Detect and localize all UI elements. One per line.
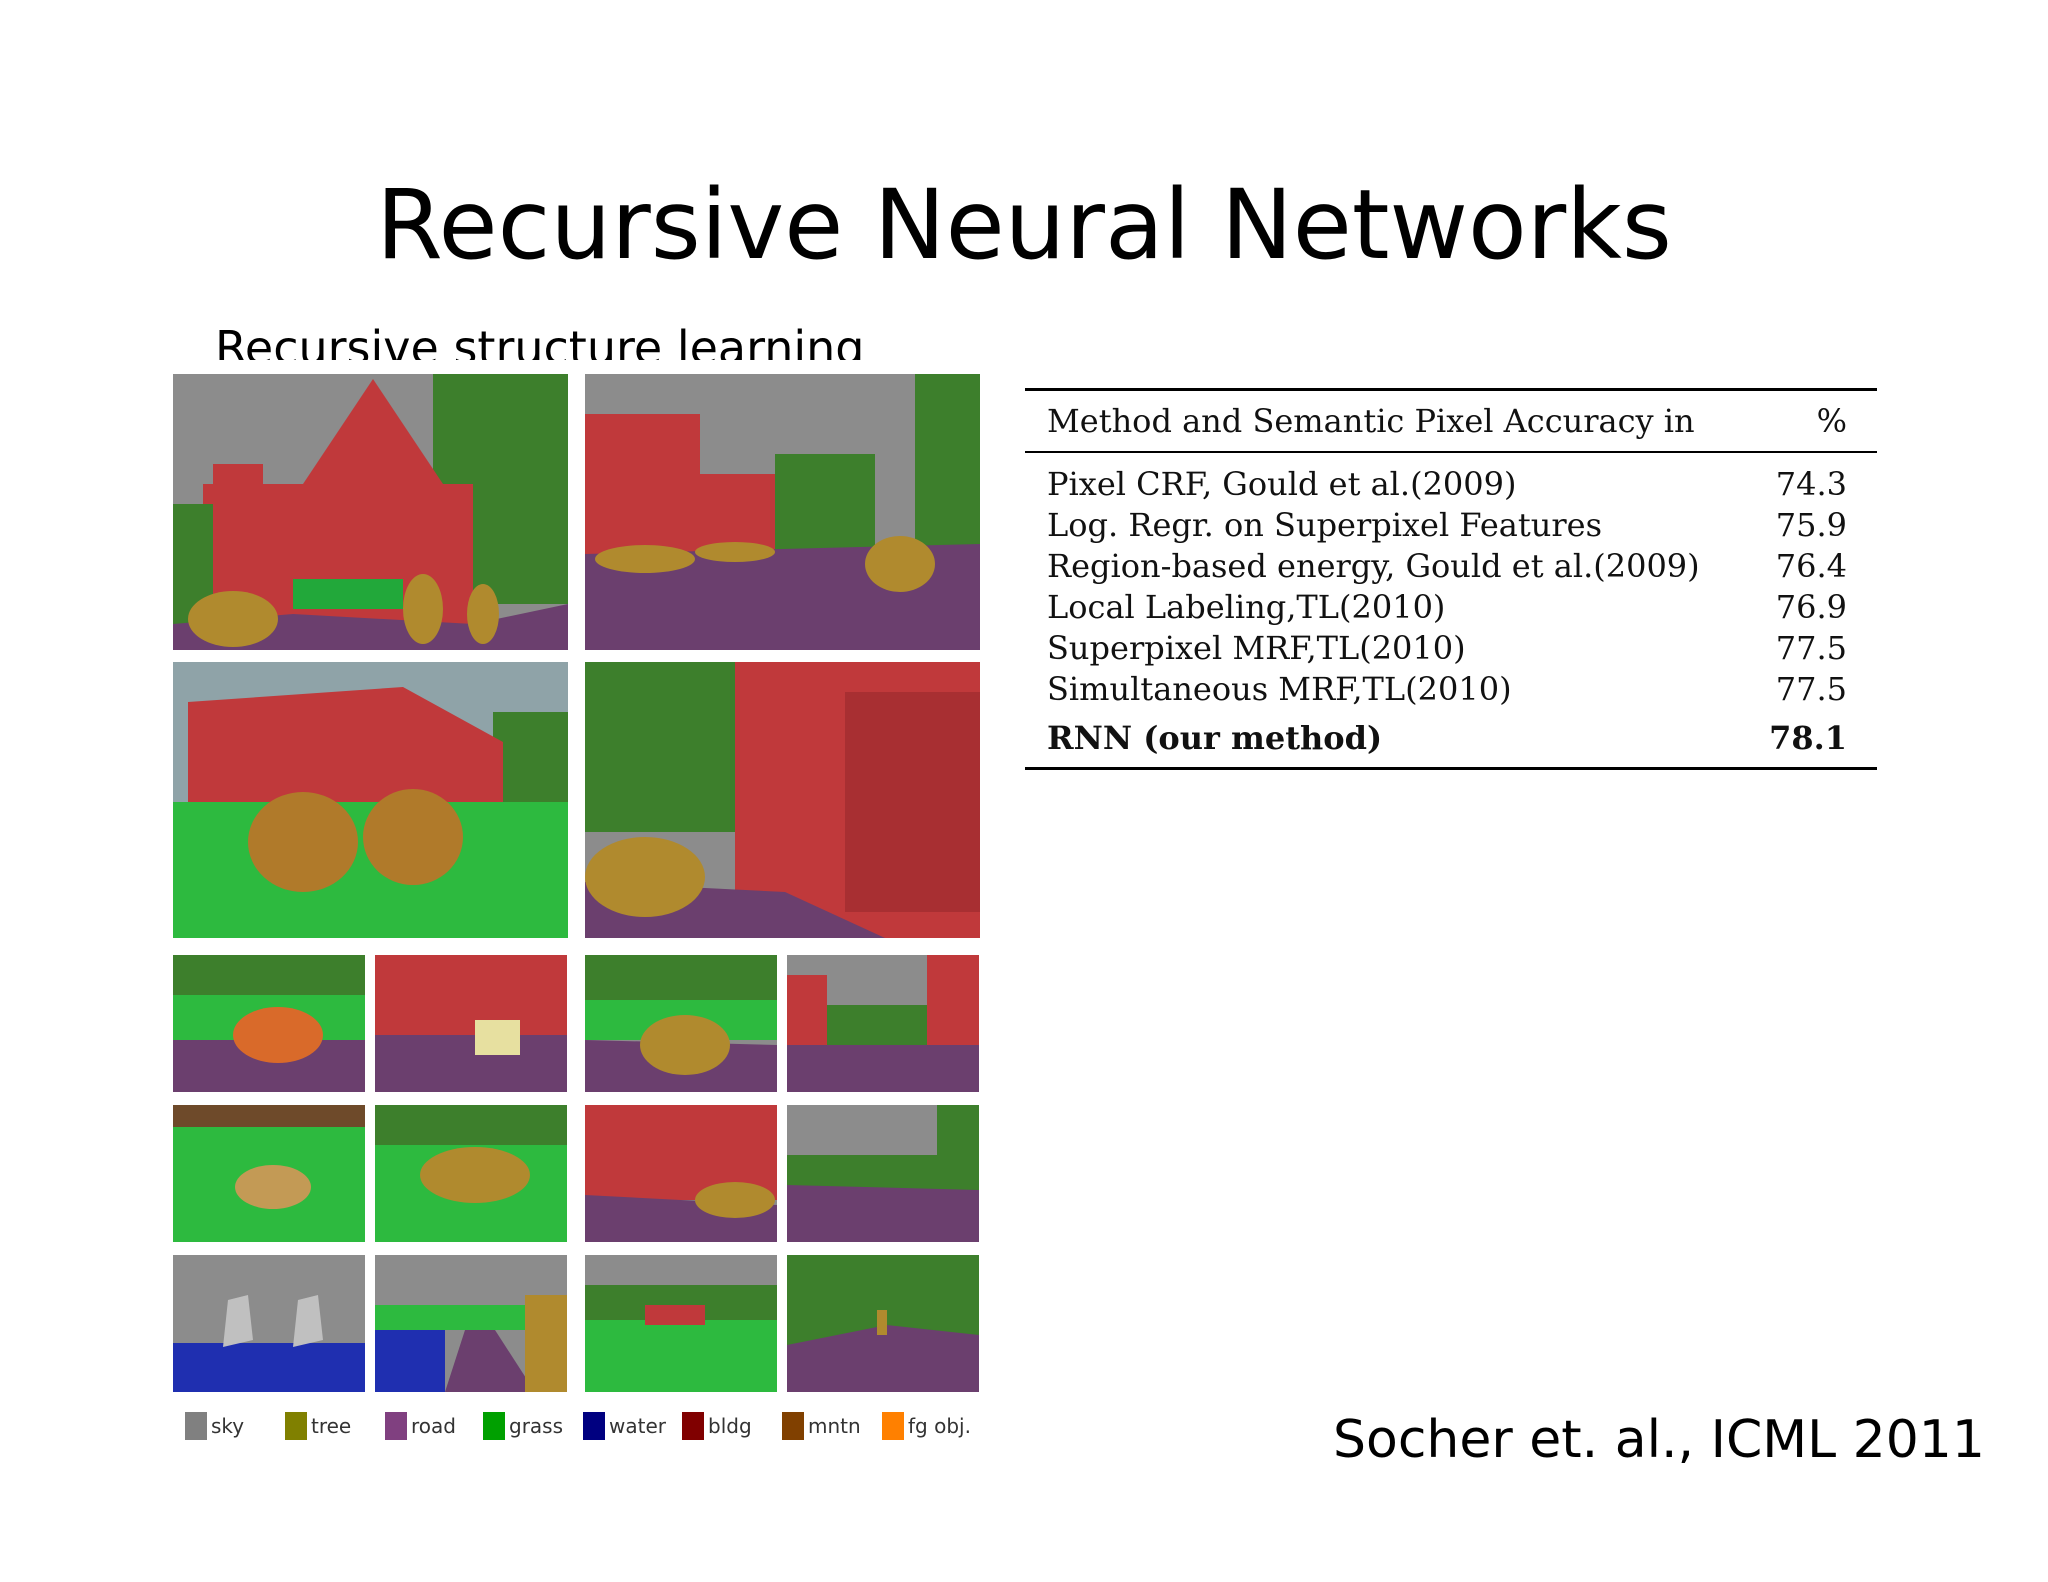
table-row: Local Labeling,TL(2010) 76.9 bbox=[1025, 586, 1877, 627]
row-method: Local Labeling,TL(2010) bbox=[1047, 587, 1446, 626]
table-row: Region-based energy, Gould et al.(2009) … bbox=[1025, 545, 1877, 586]
row-value: 77.5 bbox=[1775, 669, 1847, 708]
table-bottom-rule bbox=[1025, 767, 1877, 770]
class-legend: sky tree road grass water bldg mntn fg o… bbox=[185, 1408, 985, 1444]
header-method: Method and Semantic Pixel Accuracy in bbox=[1047, 402, 1695, 440]
legend-swatch-bldg bbox=[682, 1412, 704, 1440]
legend-swatch-sky bbox=[185, 1412, 207, 1440]
best-method: RNN (our method) bbox=[1047, 719, 1383, 757]
slide-subtitle: Recursive structure learning bbox=[215, 321, 865, 360]
legend-item-road: road bbox=[385, 1408, 456, 1444]
segmentation-image-church bbox=[173, 374, 568, 650]
table-header-rule bbox=[1025, 451, 1877, 453]
segmentation-image-motorcycles bbox=[173, 662, 568, 938]
segmentation-image-small-12 bbox=[787, 1255, 979, 1392]
segmentation-image-small-10 bbox=[375, 1255, 567, 1392]
row-method: Superpixel MRF,TL(2010) bbox=[1047, 628, 1466, 667]
citation: Socher et. al., ICML 2011 bbox=[1333, 1410, 1985, 1470]
row-value: 77.5 bbox=[1775, 628, 1847, 667]
legend-swatch-road bbox=[385, 1412, 407, 1440]
legend-label: grass bbox=[509, 1414, 564, 1438]
segmentation-image-small-4 bbox=[787, 955, 979, 1092]
legend-swatch-fg-obj bbox=[882, 1412, 904, 1440]
slide-title: Recursive Neural Networks bbox=[376, 169, 1672, 281]
legend-label: bldg bbox=[708, 1414, 752, 1438]
legend-swatch-grass bbox=[483, 1412, 505, 1440]
row-method: Log. Regr. on Superpixel Features bbox=[1047, 505, 1602, 544]
legend-label: sky bbox=[211, 1414, 245, 1438]
legend-item-mntn: mntn bbox=[782, 1408, 861, 1444]
segmentation-image-small-8 bbox=[787, 1105, 979, 1242]
segmentation-figure bbox=[170, 372, 980, 1452]
segmentation-image-small-3 bbox=[585, 955, 777, 1092]
legend-label: water bbox=[609, 1414, 666, 1438]
segmentation-image-building-street bbox=[585, 662, 980, 938]
table-row: Simultaneous MRF,TL(2010) 77.5 bbox=[1025, 668, 1877, 709]
segmentation-image-small-6 bbox=[375, 1105, 567, 1242]
row-value: 74.3 bbox=[1775, 464, 1847, 503]
row-value: 76.4 bbox=[1775, 546, 1847, 585]
table-top-rule bbox=[1025, 388, 1877, 391]
legend-swatch-water bbox=[583, 1412, 605, 1440]
legend-swatch-tree bbox=[285, 1412, 307, 1440]
table-header-row: Method and Semantic Pixel Accuracy in % bbox=[1025, 391, 1877, 451]
row-value: 76.9 bbox=[1775, 587, 1847, 626]
row-method: Pixel CRF, Gould et al.(2009) bbox=[1047, 464, 1517, 503]
legend-item-bldg: bldg bbox=[682, 1408, 752, 1444]
legend-swatch-mntn bbox=[782, 1412, 804, 1440]
legend-label: fg obj. bbox=[908, 1414, 971, 1438]
legend-item-fg-obj: fg obj. bbox=[882, 1408, 971, 1444]
table-row: Pixel CRF, Gould et al.(2009) 74.3 bbox=[1025, 463, 1877, 504]
legend-label: mntn bbox=[808, 1414, 861, 1438]
legend-item-water: water bbox=[583, 1408, 666, 1444]
legend-item-grass: grass bbox=[483, 1408, 563, 1444]
segmentation-image-street bbox=[585, 374, 980, 650]
legend-item-tree: tree bbox=[285, 1408, 351, 1444]
segmentation-image-small-2 bbox=[375, 955, 567, 1092]
segmentation-image-small-5 bbox=[173, 1105, 365, 1242]
segmentation-image-small-7 bbox=[585, 1105, 777, 1242]
segmentation-image-small-1 bbox=[173, 955, 365, 1092]
row-method: Region-based energy, Gould et al.(2009) bbox=[1047, 546, 1700, 585]
table-row-best: RNN (our method) 78.1 bbox=[1025, 709, 1877, 767]
segmentation-image-small-9 bbox=[173, 1255, 365, 1392]
legend-label: tree bbox=[311, 1414, 352, 1438]
legend-item-sky: sky bbox=[185, 1408, 244, 1444]
row-method: Simultaneous MRF,TL(2010) bbox=[1047, 669, 1512, 708]
header-value: % bbox=[1816, 402, 1847, 440]
results-table: Method and Semantic Pixel Accuracy in % … bbox=[1025, 388, 1877, 770]
best-value: 78.1 bbox=[1769, 719, 1847, 757]
legend-label: road bbox=[411, 1414, 456, 1438]
segmentation-image-small-11 bbox=[585, 1255, 777, 1392]
table-row: Superpixel MRF,TL(2010) 77.5 bbox=[1025, 627, 1877, 668]
row-value: 75.9 bbox=[1775, 505, 1847, 544]
table-row: Log. Regr. on Superpixel Features 75.9 bbox=[1025, 504, 1877, 545]
